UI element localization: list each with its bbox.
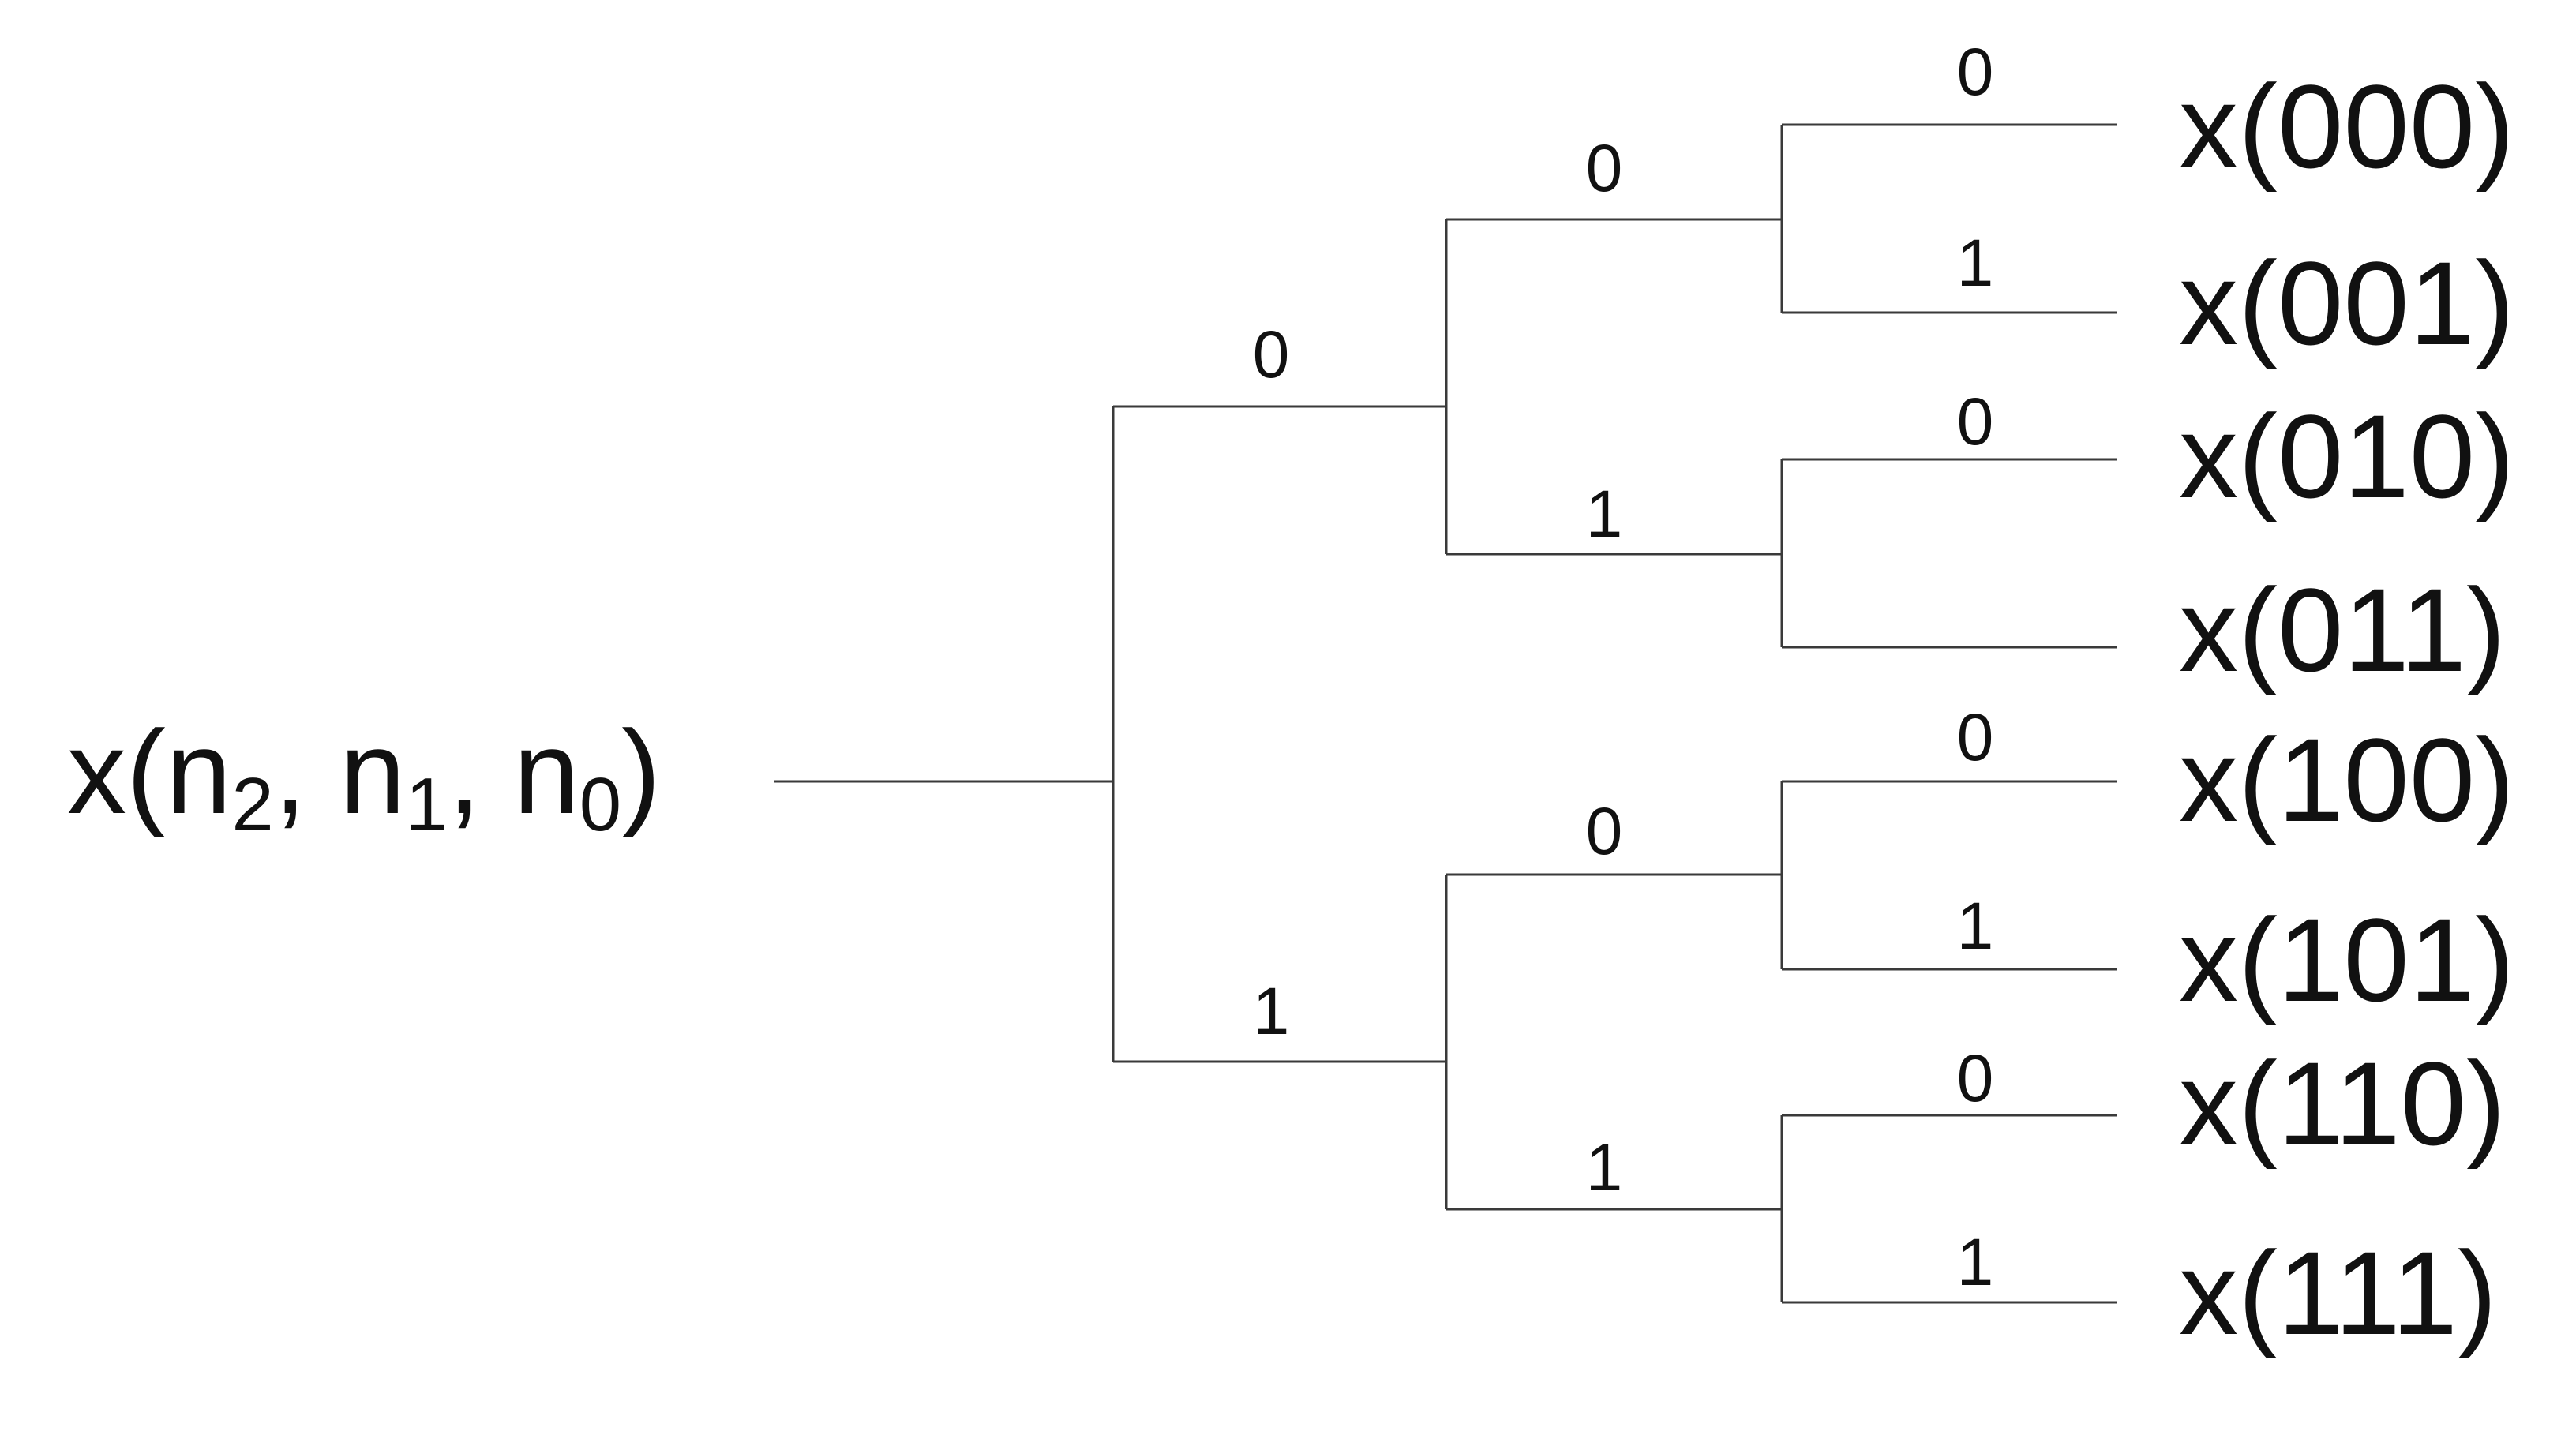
level1-bit-1: 1 bbox=[1253, 974, 1290, 1048]
level2-bit-00: 0 bbox=[1586, 131, 1623, 205]
leaf-label-010: x(010) bbox=[2179, 390, 2514, 523]
leaf-label-000: x(000) bbox=[2179, 60, 2514, 193]
leaf-label-011: x(011) bbox=[2179, 564, 2506, 696]
leaf-label-101: x(101) bbox=[2179, 893, 2514, 1026]
level2-bit-01: 1 bbox=[1586, 477, 1623, 551]
level3-bit-111: 1 bbox=[1957, 1225, 1994, 1299]
level3-bit-001: 1 bbox=[1957, 226, 1994, 300]
leaf-label-001: x(001) bbox=[2179, 237, 2514, 369]
root-label: x(n2, n1, n0) bbox=[67, 706, 661, 847]
level3-bit-101: 1 bbox=[1957, 889, 1994, 963]
level1-bit-0: 0 bbox=[1253, 317, 1290, 391]
level3-bit-000: 0 bbox=[1957, 35, 1994, 109]
level2-bit-10: 0 bbox=[1586, 794, 1623, 868]
level3-bit-100: 0 bbox=[1957, 700, 1994, 774]
leaf-label-111: x(111) bbox=[2179, 1227, 2497, 1359]
level3-bit-010: 0 bbox=[1957, 384, 1994, 459]
leaf-label-100: x(100) bbox=[2179, 714, 2514, 846]
level2-bit-11: 1 bbox=[1586, 1130, 1623, 1204]
leaf-label-110: x(110) bbox=[2179, 1037, 2506, 1170]
level3-bit-110: 0 bbox=[1957, 1041, 1994, 1115]
